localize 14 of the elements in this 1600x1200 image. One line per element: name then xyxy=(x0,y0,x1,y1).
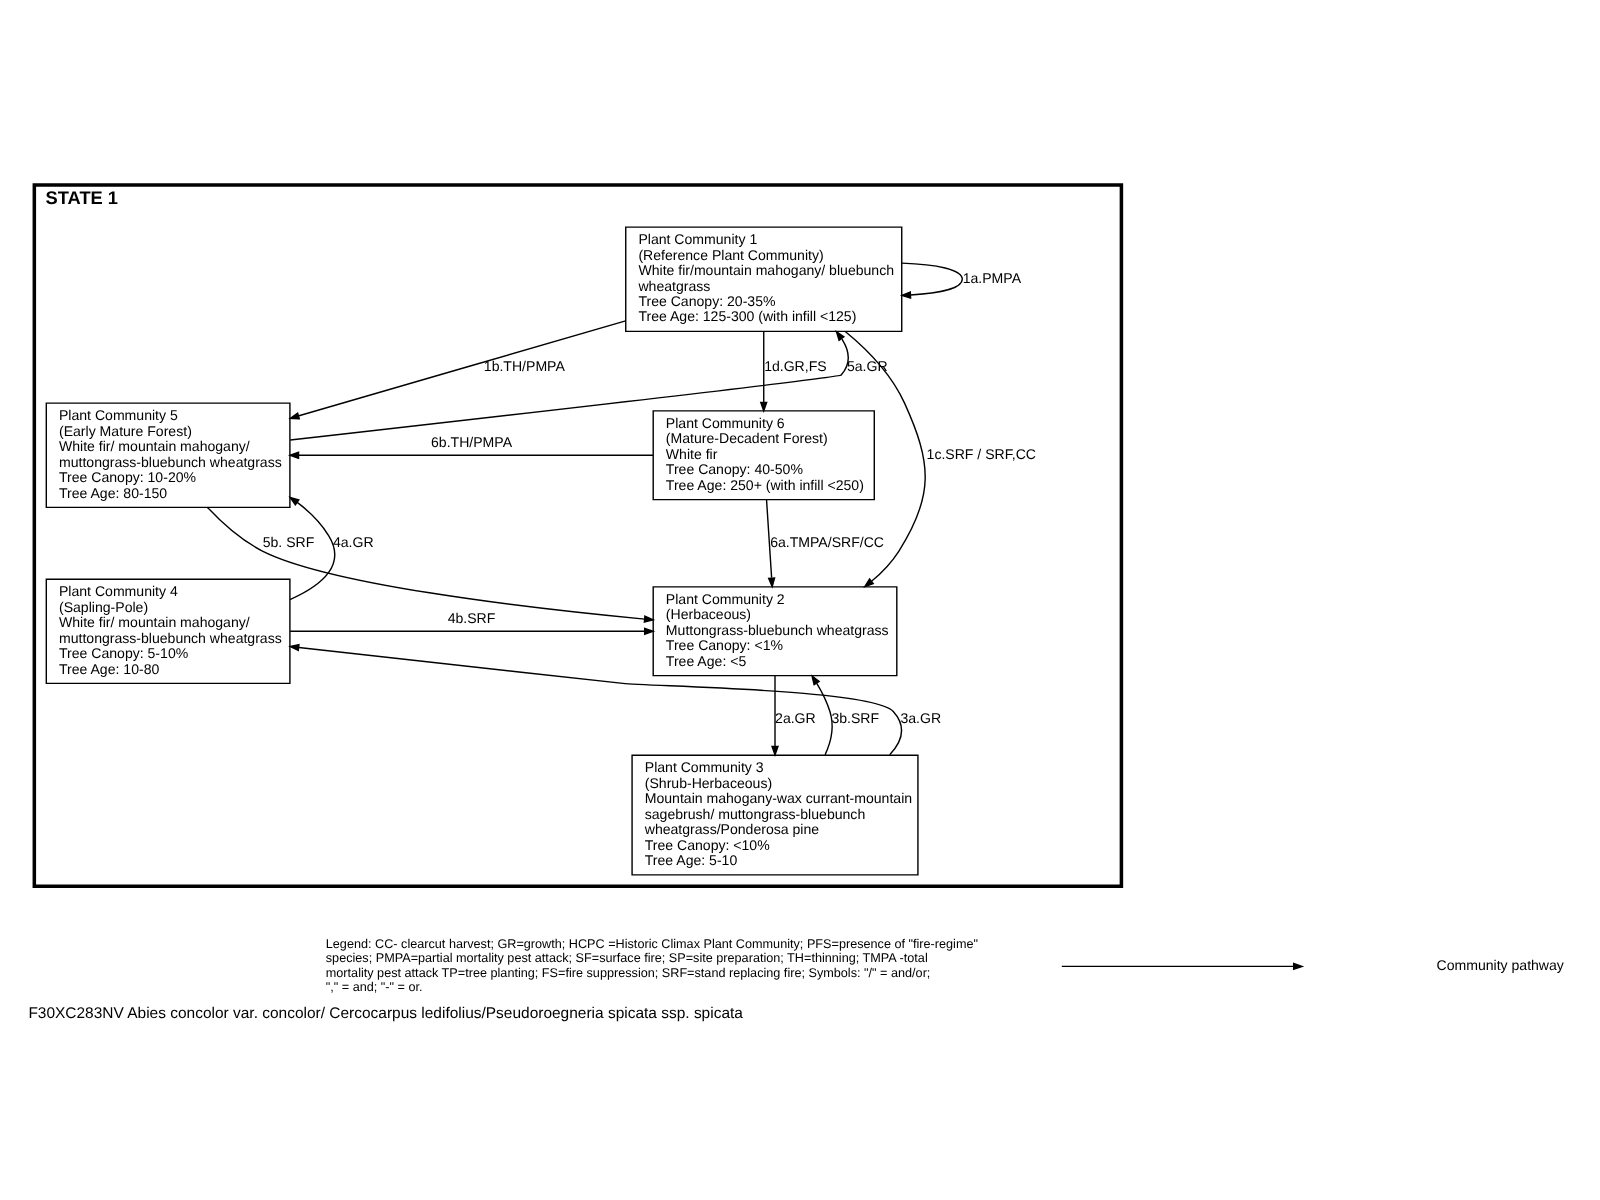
arrow xyxy=(288,642,903,755)
arrow xyxy=(289,626,656,635)
arrow xyxy=(765,498,776,588)
caption: F30XC283NV Abies concolor var. concolor/ Cercocarpus ledifolius/Pseudoroegneria spicata ssp. spicata xyxy=(28,1003,743,1022)
arrow xyxy=(287,450,654,459)
arrow xyxy=(288,495,336,600)
arrow xyxy=(899,261,963,298)
arrow xyxy=(206,505,656,622)
arrow xyxy=(759,329,768,412)
arrow xyxy=(810,673,833,755)
arrow xyxy=(288,319,627,419)
arrow xyxy=(289,329,849,440)
arrow xyxy=(771,674,779,757)
arrow xyxy=(844,329,926,587)
